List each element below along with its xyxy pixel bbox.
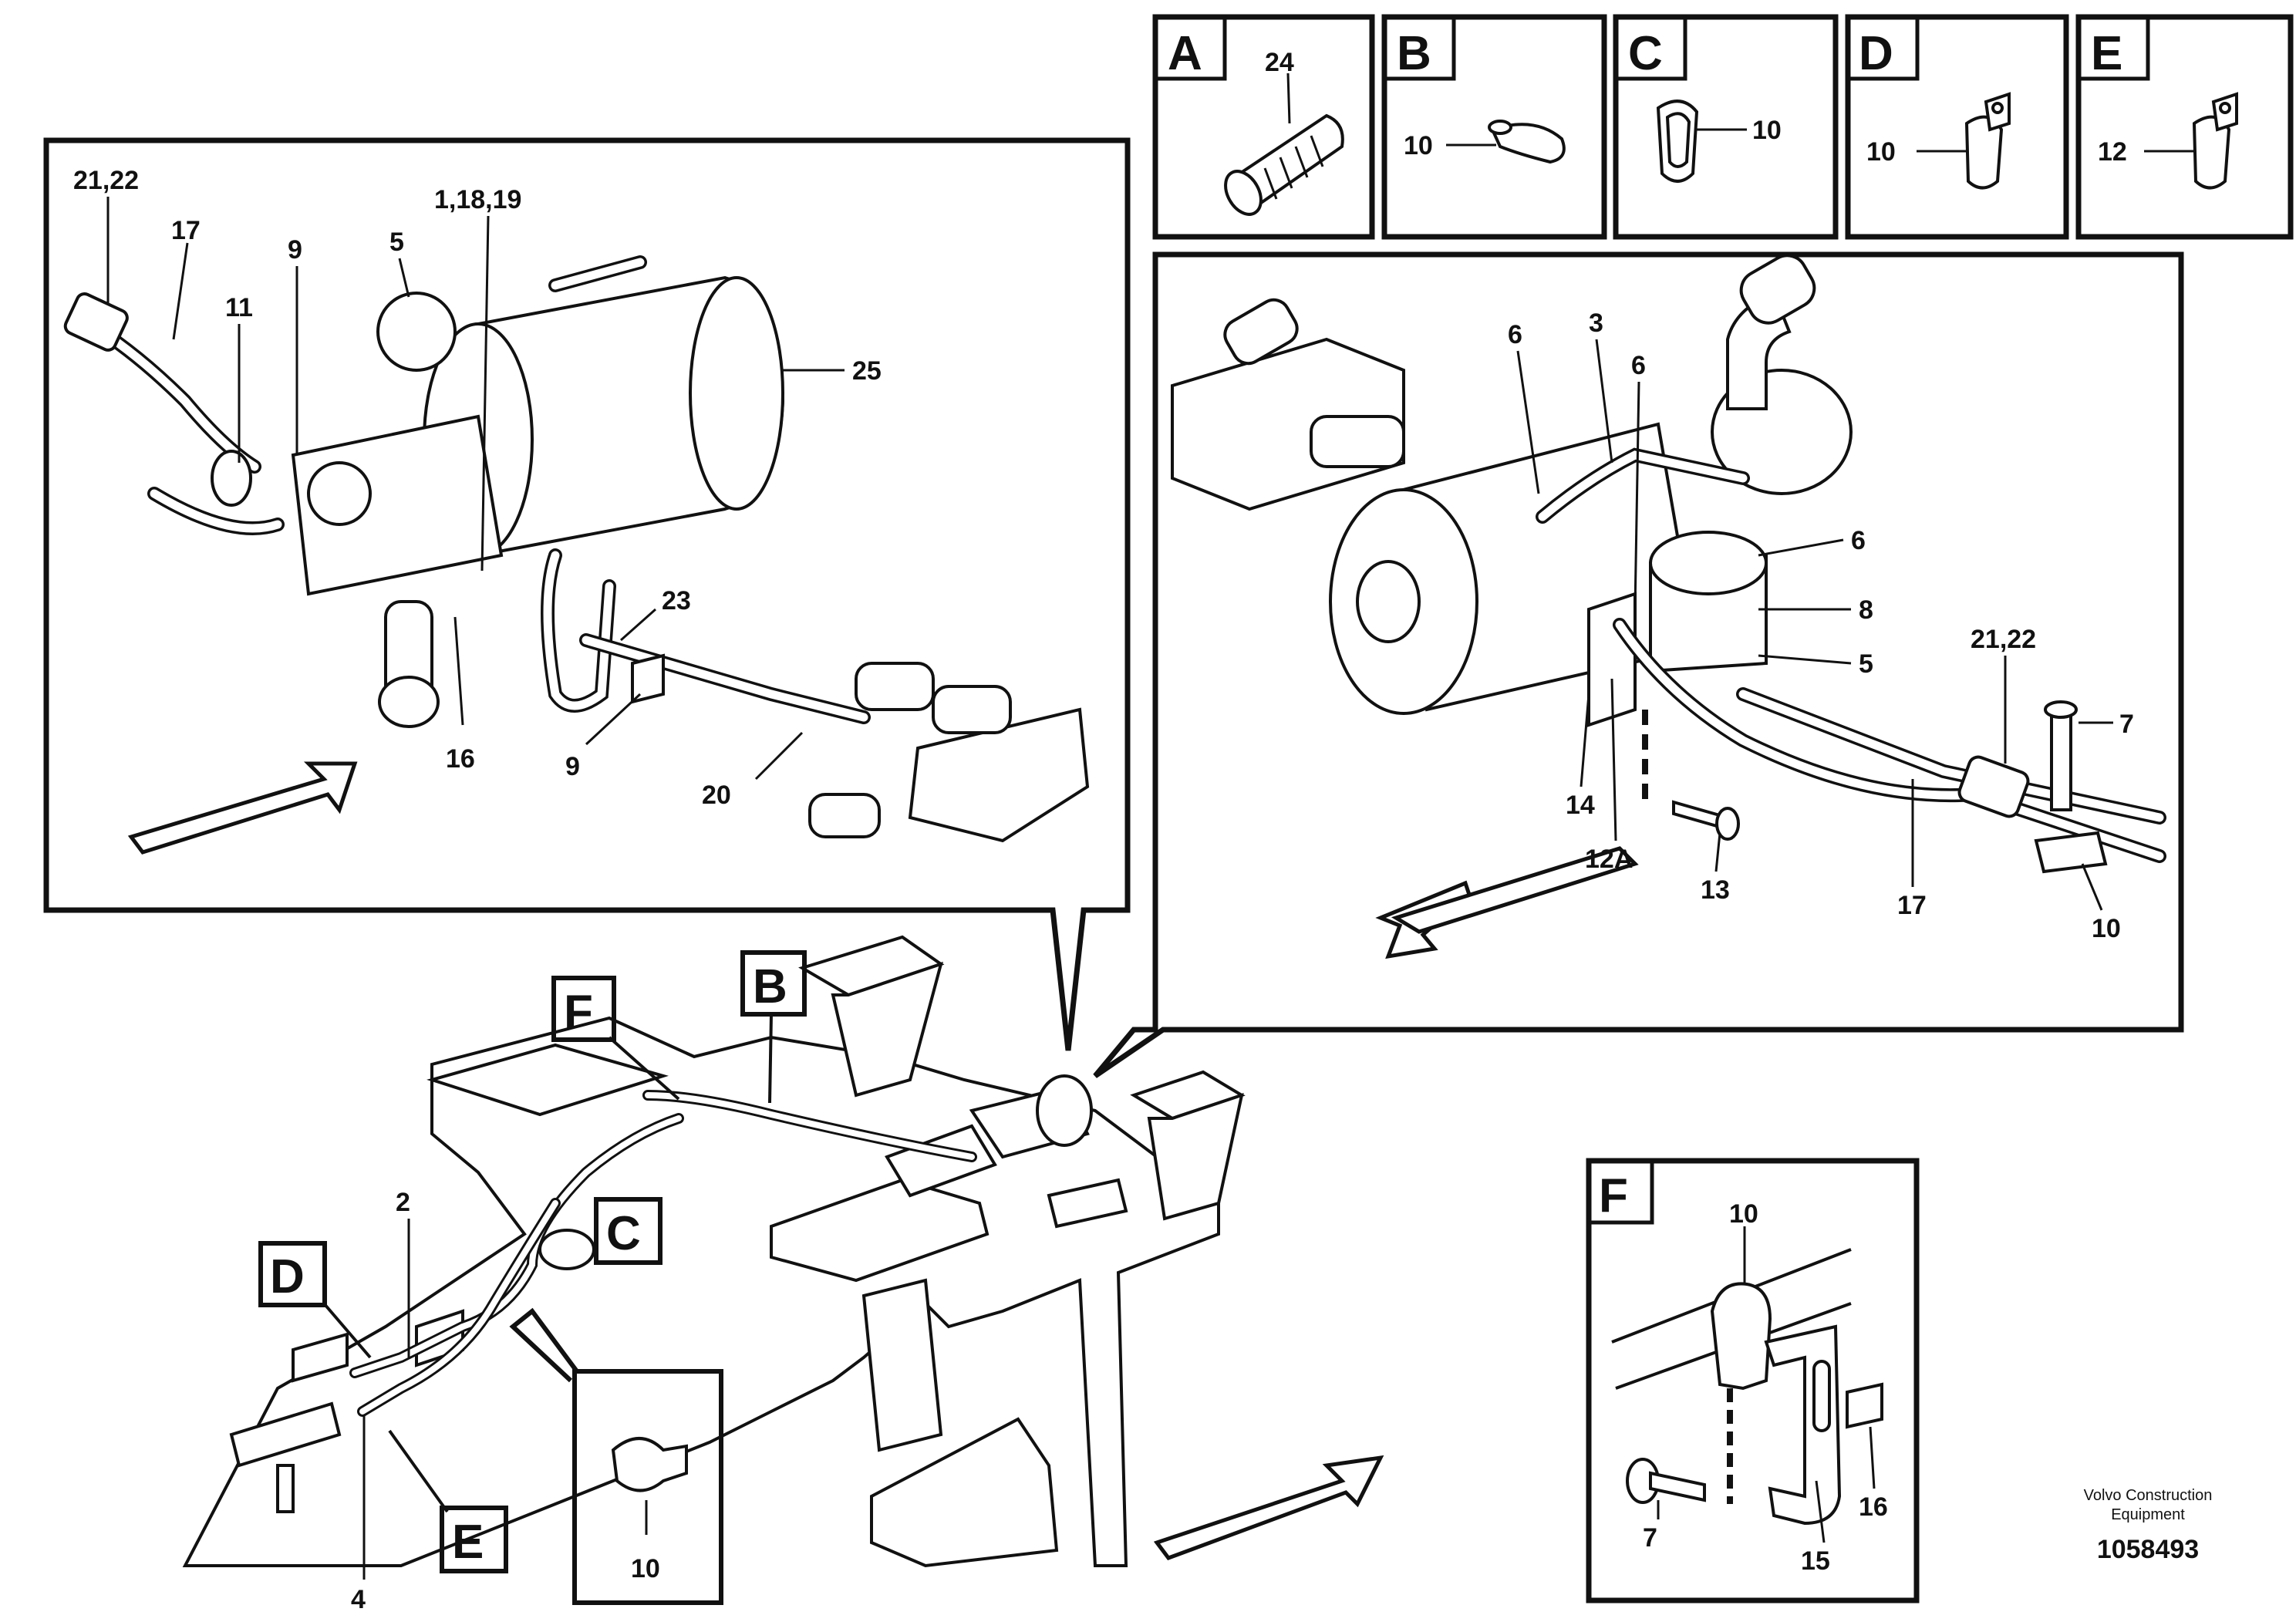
valve-body [291, 414, 504, 596]
main-label-4: 4 [351, 1585, 366, 1614]
right-label-6-b: 6 [1631, 351, 1646, 380]
detail-f-label-16: 16 [1859, 1492, 1888, 1522]
left-label-20: 20 [702, 781, 731, 810]
callout-e: E [388, 1429, 508, 1573]
inset-clamp: 10 [509, 1307, 723, 1605]
callout-f: F [551, 976, 680, 1101]
detail-d-letter: D [1859, 27, 1893, 80]
left-label-1-18-19: 1,18,19 [434, 185, 521, 214]
detail-box-d: D 10 [1845, 14, 2069, 240]
detail-box-c: C 10 [1613, 14, 1839, 240]
pump-assembly-main [885, 1074, 1128, 1229]
filter-cap [376, 292, 457, 372]
callout-e-letter: E [452, 1516, 484, 1569]
detail-box-a: A 24 [1152, 14, 1375, 240]
clamp-c-part [1656, 99, 1699, 183]
detail-e-letter: E [2091, 27, 2122, 80]
detail-a-part: 24 [1265, 48, 1294, 77]
right-label-17: 17 [1897, 891, 1927, 920]
detail-e-part: 12 [2098, 137, 2127, 167]
detail-c-part: 10 [1752, 116, 1782, 145]
right-label-10: 10 [2092, 914, 2121, 943]
left-label-17: 17 [171, 216, 201, 245]
right-label-14: 14 [1566, 791, 1595, 820]
detail-f-letter: F [1599, 1169, 1628, 1222]
conduit-part [1224, 113, 1344, 216]
direction-arrow [127, 761, 358, 855]
clamp-b-part [1488, 120, 1566, 164]
right-label-21-22: 21,22 [1971, 625, 2036, 654]
callout-d: D [258, 1241, 372, 1359]
connector [63, 292, 129, 352]
callout-b: B [740, 950, 807, 1104]
left-label-23: 23 [662, 586, 691, 615]
detail-box-b: B 10 [1381, 14, 1607, 240]
detail-c-letter: C [1628, 27, 1663, 80]
drawing-number: 1058493 [2097, 1535, 2199, 1564]
main-view: F B C D E 10 2 [182, 935, 1384, 1614]
right-label-7: 7 [2119, 710, 2134, 739]
left-label-11: 11 [225, 293, 253, 322]
brand-line-2: Equipment [2111, 1506, 2185, 1523]
detail-box-f: F 10 7 15 16 [1586, 1158, 1920, 1603]
right-label-6-c: 6 [1851, 526, 1866, 555]
detail-a-letter: A [1168, 27, 1202, 80]
left-label-16: 16 [446, 744, 475, 774]
left-label-9-bottom: 9 [565, 752, 580, 781]
right-label-3: 3 [1589, 309, 1603, 338]
right-label-8: 8 [1859, 595, 1873, 625]
direction-arrow-main [1153, 1455, 1384, 1560]
detail-f-label-10: 10 [1729, 1199, 1758, 1229]
clamp-d-part [1964, 92, 2011, 190]
callout-d-letter: D [270, 1250, 305, 1303]
right-label-13: 13 [1701, 875, 1730, 905]
detail-f-label-15: 15 [1801, 1546, 1830, 1576]
callout-c: C [594, 1197, 663, 1265]
inset-label-10: 10 [631, 1554, 660, 1583]
detail-b-part: 10 [1404, 131, 1433, 160]
brand-line-1: Volvo Construction [2084, 1487, 2213, 1504]
right-label-5: 5 [1859, 649, 1873, 679]
right-view: 6 3 6 6 8 5 21,22 7 14 12A 13 17 10 [1093, 251, 2184, 1078]
left-label-9-top: 9 [288, 235, 302, 265]
right-label-6-a: 6 [1508, 320, 1522, 349]
left-label-5: 5 [389, 228, 404, 257]
left-label-25: 25 [852, 356, 882, 386]
detail-b-letter: B [1397, 27, 1431, 80]
port [307, 461, 372, 526]
main-label-2: 2 [396, 1188, 410, 1217]
detail-box-e: E 12 [2075, 14, 2294, 240]
callout-b-letter: B [753, 960, 787, 1013]
left-label-21-22: 21,22 [73, 166, 139, 195]
footer: Volvo Construction Equipment 1058493 [2084, 1487, 2213, 1564]
callout-c-letter: C [606, 1207, 641, 1260]
clamp-e-part [2192, 92, 2238, 190]
valve-block [808, 662, 1090, 843]
right-label-12a: 12A [1585, 845, 1633, 874]
detail-f-label-7: 7 [1643, 1523, 1657, 1553]
detail-d-part: 10 [1866, 137, 1896, 167]
left-view: 21,22 17 11 9 5 1,18,19 25 23 16 9 20 [43, 137, 1131, 1051]
callout-f-letter: F [564, 986, 593, 1039]
